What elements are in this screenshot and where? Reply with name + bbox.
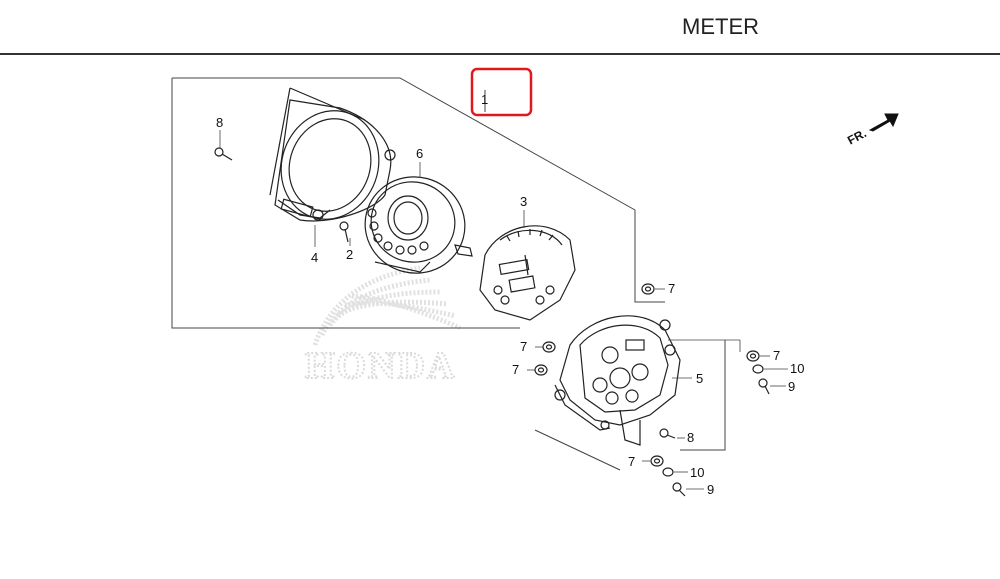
part-5-lower-case [554, 315, 681, 446]
callout-9-b: 9 [707, 482, 714, 497]
callout-10-a: 10 [790, 361, 804, 376]
front-label: FR. [845, 126, 869, 147]
part-9-bolt-a [758, 378, 770, 395]
callout-7-b: 7 [520, 339, 527, 354]
part-7-grommet-c [534, 364, 548, 376]
part-7-grommet-a [641, 283, 655, 295]
part-7-grommet-b [542, 341, 556, 353]
page-title: METER [682, 14, 759, 39]
part-6-meter-panel [364, 176, 473, 274]
callout-8-bottom: 8 [687, 430, 694, 445]
callout-7-c: 7 [512, 362, 519, 377]
part-3-meter-board [479, 225, 576, 321]
callout-7-a: 7 [668, 281, 675, 296]
part-8-screw-bottom [659, 428, 676, 439]
leader-lines [219, 130, 788, 490]
honda-watermark-text: HONDA [305, 345, 456, 387]
callout-1: 1 [481, 92, 488, 107]
callout-9-a: 9 [788, 379, 795, 394]
callout-5: 5 [696, 371, 703, 386]
highlight-box-part-1 [470, 67, 533, 117]
part-10-collar-b [662, 467, 674, 477]
front-arrow-icon [868, 113, 899, 132]
front-direction-marker: FR. [845, 113, 899, 148]
part-8-screw-top [214, 147, 233, 161]
part-9-bolt-b [672, 482, 686, 497]
callout-3: 3 [520, 194, 527, 209]
callout-7-d: 7 [773, 348, 780, 363]
part-7-grommet-d [746, 350, 760, 362]
callout-2: 2 [346, 247, 353, 262]
callout-10-b: 10 [690, 465, 704, 480]
part-2-screw [339, 221, 349, 243]
callout-8-top: 8 [216, 115, 223, 130]
hardware-parts [214, 147, 770, 497]
honda-wing-logo [312, 265, 462, 346]
callout-6: 6 [416, 146, 423, 161]
part-7-grommet-e [650, 455, 664, 467]
callout-7-e: 7 [628, 454, 635, 469]
part-10-collar-a [752, 364, 764, 374]
assembly-outline [171, 77, 726, 471]
callout-4: 4 [311, 250, 318, 265]
callout-labels: 1 8 6 3 4 2 7 7 7 7 10 9 5 8 7 10 9 [216, 92, 804, 497]
part-4-meter-case [269, 87, 396, 222]
header-divider [0, 53, 1000, 55]
